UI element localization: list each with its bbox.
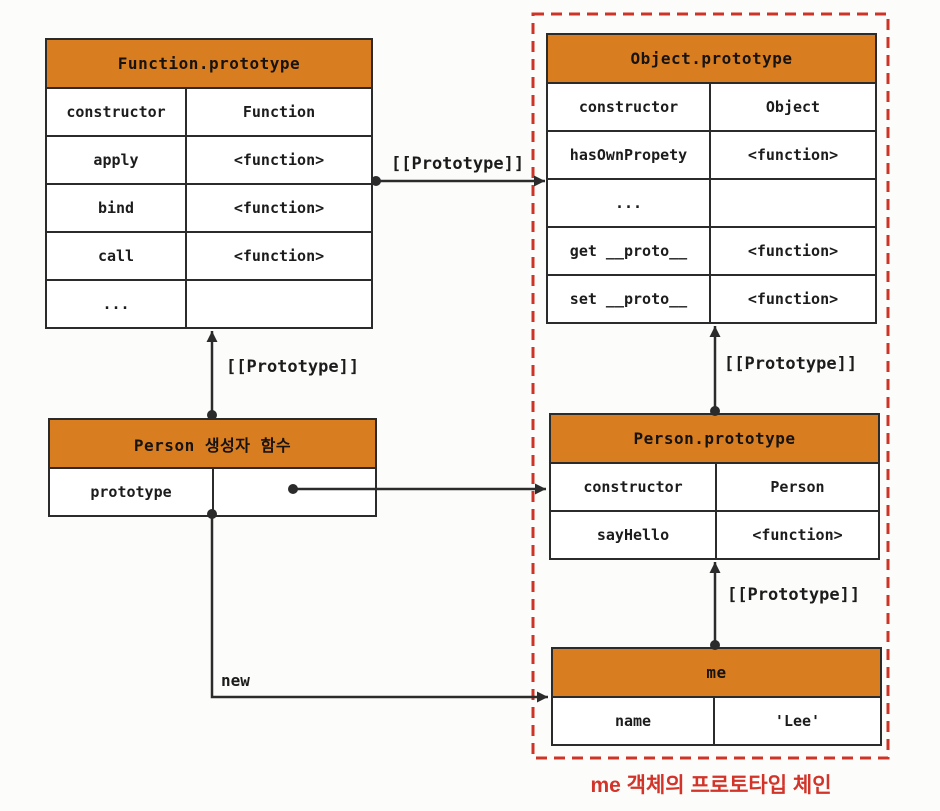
table-row: constructor Function <box>47 89 371 137</box>
table-row: name 'Lee' <box>553 698 880 744</box>
diagram-caption: me 객체의 프로토타입 체인 <box>590 774 832 797</box>
prototype-label-right-lower: [[Prototype]] <box>727 585 861 605</box>
new-operator-label: new <box>221 671 250 690</box>
property-key: ... <box>548 180 711 226</box>
table-title: Person 생성자 함수 <box>50 420 375 469</box>
table-row: set __proto__ <function> <box>548 276 875 322</box>
property-key: name <box>553 698 715 744</box>
table-row: ... <box>47 281 371 327</box>
table-row: ... <box>548 180 875 228</box>
table-title: me <box>553 649 880 698</box>
property-key: prototype <box>50 469 214 515</box>
table-row: bind <function> <box>47 185 371 233</box>
table-function-prototype: Function.prototype constructor Function … <box>45 38 373 329</box>
table-row: apply <function> <box>47 137 371 185</box>
table-title: Function.prototype <box>47 40 371 89</box>
property-value <box>214 469 375 515</box>
table-title: Person.prototype <box>551 415 878 464</box>
table-row: call <function> <box>47 233 371 281</box>
prototype-label-left: [[Prototype]] <box>226 357 360 377</box>
property-value: Person <box>770 478 825 496</box>
table-row: prototype <box>50 469 375 515</box>
property-key: bind <box>47 185 187 231</box>
prototype-label-top: [[Prototype]] <box>391 154 525 174</box>
new-operator-arrow <box>210 514 548 703</box>
table-row: hasOwnPropety <function> <box>548 132 875 180</box>
property-key: get __proto__ <box>548 228 711 274</box>
table-row: sayHello <function> <box>551 512 878 558</box>
property-key: call <box>47 233 187 279</box>
property-key: set __proto__ <box>548 276 711 322</box>
table-row: constructor Object <box>548 84 875 132</box>
table-row: get __proto__ <function> <box>548 228 875 276</box>
property-value: <function> <box>233 151 325 169</box>
property-key: constructor <box>548 84 711 130</box>
prototype-label-right-upper: [[Prototype]] <box>724 354 858 374</box>
property-key: hasOwnPropety <box>548 132 711 178</box>
property-value: <function> <box>747 290 839 308</box>
property-key: apply <box>47 137 187 183</box>
property-key: sayHello <box>551 512 717 558</box>
property-value: <function> <box>233 247 325 265</box>
property-value: <function> <box>747 146 839 164</box>
property-key: constructor <box>551 464 717 510</box>
property-key: ... <box>47 281 187 327</box>
property-value: 'Lee' <box>774 712 821 730</box>
property-value: Object <box>765 98 821 116</box>
property-value: <function> <box>747 242 839 260</box>
property-value: <function> <box>752 526 843 544</box>
table-me-object: me name 'Lee' <box>551 647 882 746</box>
table-object-prototype: Object.prototype constructor Object hasO… <box>546 33 877 324</box>
table-row: constructor Person <box>551 464 878 512</box>
property-key: constructor <box>47 89 187 135</box>
table-title: Object.prototype <box>548 35 875 84</box>
property-value: Function <box>242 103 316 121</box>
property-value: <function> <box>233 199 325 217</box>
property-value <box>187 281 371 327</box>
table-person-constructor: Person 생성자 함수 prototype <box>48 418 377 517</box>
property-value <box>711 180 875 226</box>
table-person-prototype: Person.prototype constructor Person sayH… <box>549 413 880 560</box>
